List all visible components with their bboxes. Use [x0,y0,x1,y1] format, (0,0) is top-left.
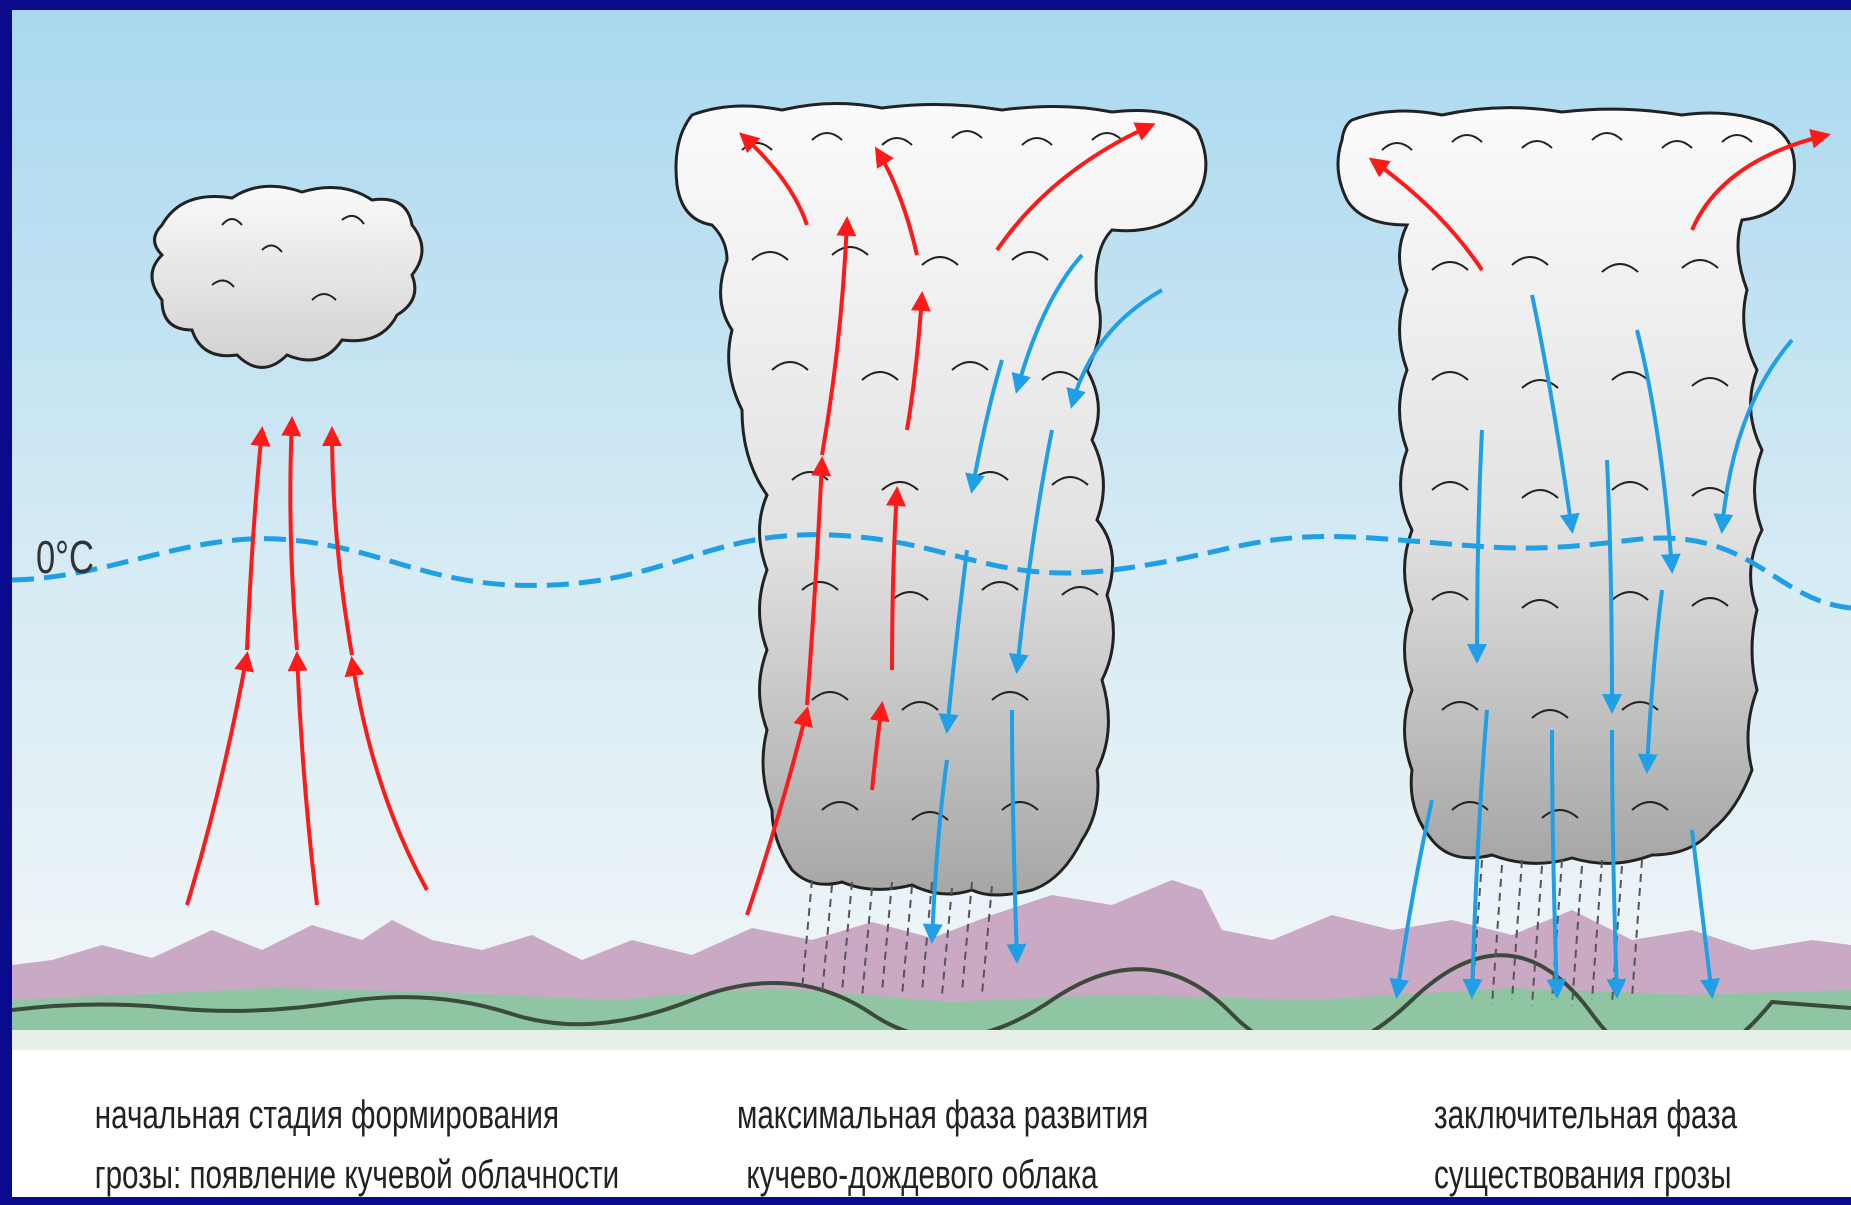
caption-line: заключительная фаза [1434,1085,1730,1145]
caption-initial-stage: начальная стадия формирования грозы: поя… [95,1085,509,1205]
caption-line: максимальная фаза развития [737,1085,1107,1145]
isotherm-label: 0°C [36,530,94,584]
caption-line: кучево-дождевого облака [737,1145,1107,1205]
caption-line: начальная стадия формирования [95,1085,509,1145]
caption-line: грозы: появление кучевой облачности [95,1145,509,1205]
caption-mature-stage: максимальная фаза развития кучево-дождев… [737,1085,1107,1205]
caption-final-stage: заключительная фаза существования грозы [1434,1085,1730,1205]
ground-lower [12,1030,1851,1050]
thunderstorm-scene [12,10,1851,1197]
caption-line: существования грозы [1434,1145,1730,1205]
diagram-frame: 0°C начальная стадия формирования грозы:… [12,10,1851,1197]
